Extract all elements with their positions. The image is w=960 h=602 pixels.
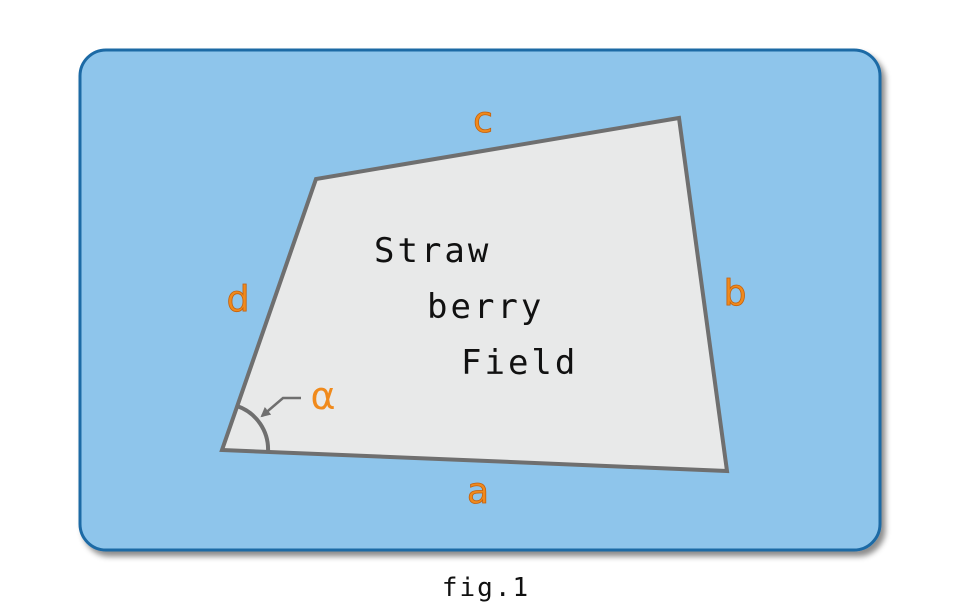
field-name-line-1: Straw <box>374 231 491 271</box>
angle-arc <box>236 404 271 453</box>
figure-caption: fig.1 <box>442 573 530 602</box>
angle-label-alpha: α <box>310 374 335 418</box>
field-name-line-3: Field <box>461 343 578 383</box>
side-label-b: b <box>724 273 747 314</box>
field-quadrilateral <box>219 115 730 474</box>
field-name-line-2: berry <box>427 287 544 327</box>
side-label-c: c <box>473 100 493 141</box>
side-label-d: d <box>227 279 250 320</box>
side-label-a: a <box>467 471 489 512</box>
angle-arrow <box>260 396 301 418</box>
